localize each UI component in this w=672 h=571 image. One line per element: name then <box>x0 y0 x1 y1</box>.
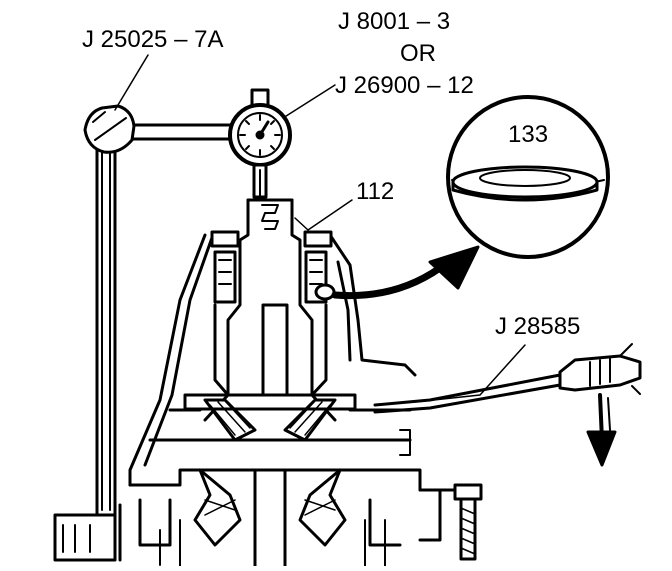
housing-bolt-right <box>399 429 483 561</box>
label-part-133: 133 <box>508 121 549 148</box>
dial-indicator-icon <box>228 88 292 199</box>
upper-clutch-left <box>210 230 240 397</box>
curved-arrow-icon <box>331 245 480 300</box>
label-part-112: 112 <box>356 178 395 205</box>
leader-lines <box>114 54 526 403</box>
label-j28585: J 28585 <box>495 313 581 340</box>
housing-base-left <box>53 503 122 562</box>
label-j8001-3: J 8001 – 3 <box>338 8 451 35</box>
label-or: OR <box>400 40 436 67</box>
post-clamp-knob <box>83 104 136 154</box>
thrust-bearing-133 <box>314 283 336 301</box>
transmission-housing <box>128 230 472 492</box>
label-j25025-7a: J 25025 – 7A <box>82 26 224 53</box>
upper-clutch-right <box>303 230 333 397</box>
lower-bearing-assembly <box>183 393 357 442</box>
lower-gear-set <box>138 468 402 568</box>
down-arrow-icon <box>586 393 617 467</box>
dial-indicator-post <box>95 138 117 517</box>
magnifier-bubble-icon <box>446 95 610 259</box>
label-j26900-12: J 26900 – 12 <box>335 72 474 99</box>
